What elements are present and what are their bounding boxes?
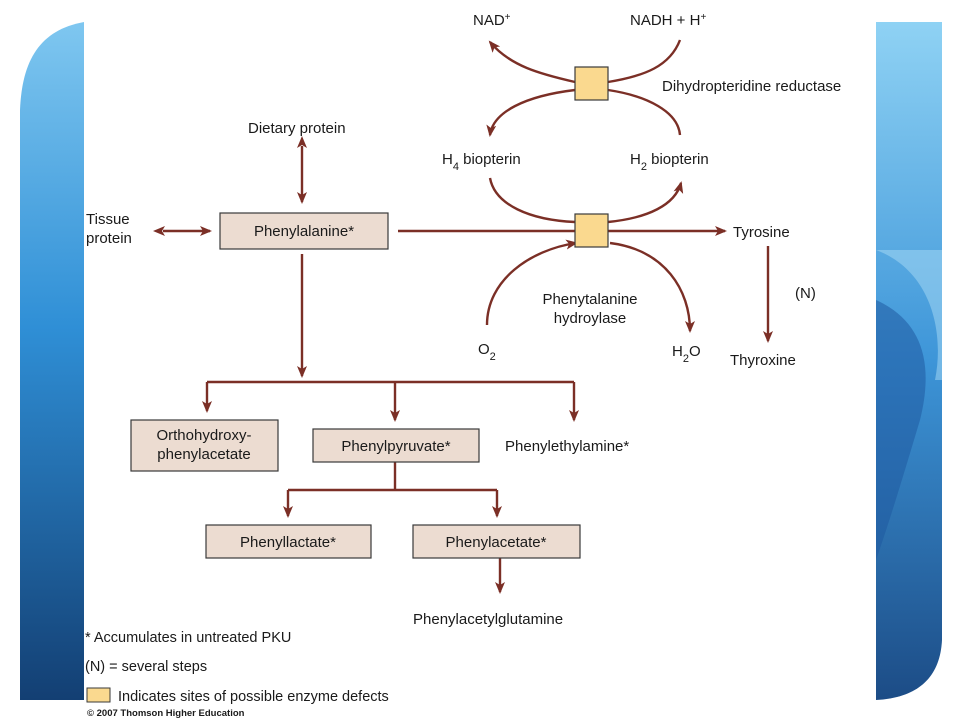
right-panel-swirl [876, 300, 926, 560]
nad-label: NAD+ [473, 12, 511, 30]
arrow-to-h2o [609, 241, 695, 333]
left-blue-panel [20, 22, 84, 700]
legend-enzyme-defects: Indicates sites of possible enzyme defec… [118, 689, 389, 705]
arrow-to-h4-biopterin [486, 88, 576, 137]
enzyme-site-reductase [574, 66, 609, 101]
arrow-to-h2-biopterin [607, 181, 684, 224]
right-panel-swirl-light [876, 250, 942, 380]
tissue-protein-label-line2: protein [86, 230, 132, 247]
orthohydroxyphenylacetate-box [130, 419, 279, 472]
phenylalanine-label: Phenylalanine* [254, 223, 354, 240]
thyroxine-label: Thyroxine [730, 352, 796, 369]
phenyllactate-box [205, 524, 372, 559]
phenylacetate-label: Phenylacetate* [446, 534, 547, 551]
tissue-protein-label-line1: Tissue [86, 211, 130, 228]
enzyme-site-hydroxylase [574, 213, 609, 248]
arrow-from-o2 [485, 239, 578, 326]
orthohydroxyphenylacetate-label-line2: phenylacetate [157, 446, 250, 463]
tyrosine-label: Tyrosine [733, 224, 790, 241]
phenylethylamine-label: Phenylethylamine* [505, 438, 629, 455]
arrow-from-nadh [607, 39, 682, 84]
h2-biopterin-label: H2 biopterin [630, 151, 709, 173]
legend-several-steps: (N) = several steps [85, 659, 207, 675]
phenylalanine-box [219, 212, 389, 250]
hydroxylase-label-line2: hydroylase [554, 310, 627, 327]
phenyllactate-label: Phenyllactate* [240, 534, 336, 551]
diagram-panel [84, 0, 876, 720]
legend-accumulates: * Accumulates in untreated PKU [85, 630, 291, 646]
phenylpyruvate-label: Phenylpyruvate* [341, 438, 450, 455]
nadh-label: NADH + H+ [630, 12, 706, 30]
copyright-notice: © 2007 Thomson Higher Education [87, 708, 245, 719]
legend-enzyme-swatch [86, 687, 111, 703]
orthohydroxyphenylacetate-label-line1: Orthohydroxy- [156, 427, 251, 444]
h4-biopterin-label: H4 biopterin [442, 151, 521, 173]
phenylpyruvate-box [312, 428, 480, 463]
arrow-from-h4-biopterin [488, 177, 576, 224]
several-steps-marker: (N) [795, 285, 816, 302]
h2o-label: H2O [672, 343, 701, 365]
phenylacetate-box [412, 524, 581, 559]
hydroxylase-label-line1: Phenytalanine [542, 291, 637, 308]
o2-label: O2 [478, 341, 496, 363]
arrow-from-h2-biopterin [607, 88, 682, 136]
phenylacetylglutamine-label: Phenylacetylglutamine [413, 611, 563, 628]
dihydropteridine-reductase-label: Dihydropteridine reductase [662, 78, 841, 95]
dietary-protein-label: Dietary protein [248, 120, 346, 137]
pathway-arrows [153, 39, 773, 594]
arrow-to-nad [488, 40, 576, 84]
